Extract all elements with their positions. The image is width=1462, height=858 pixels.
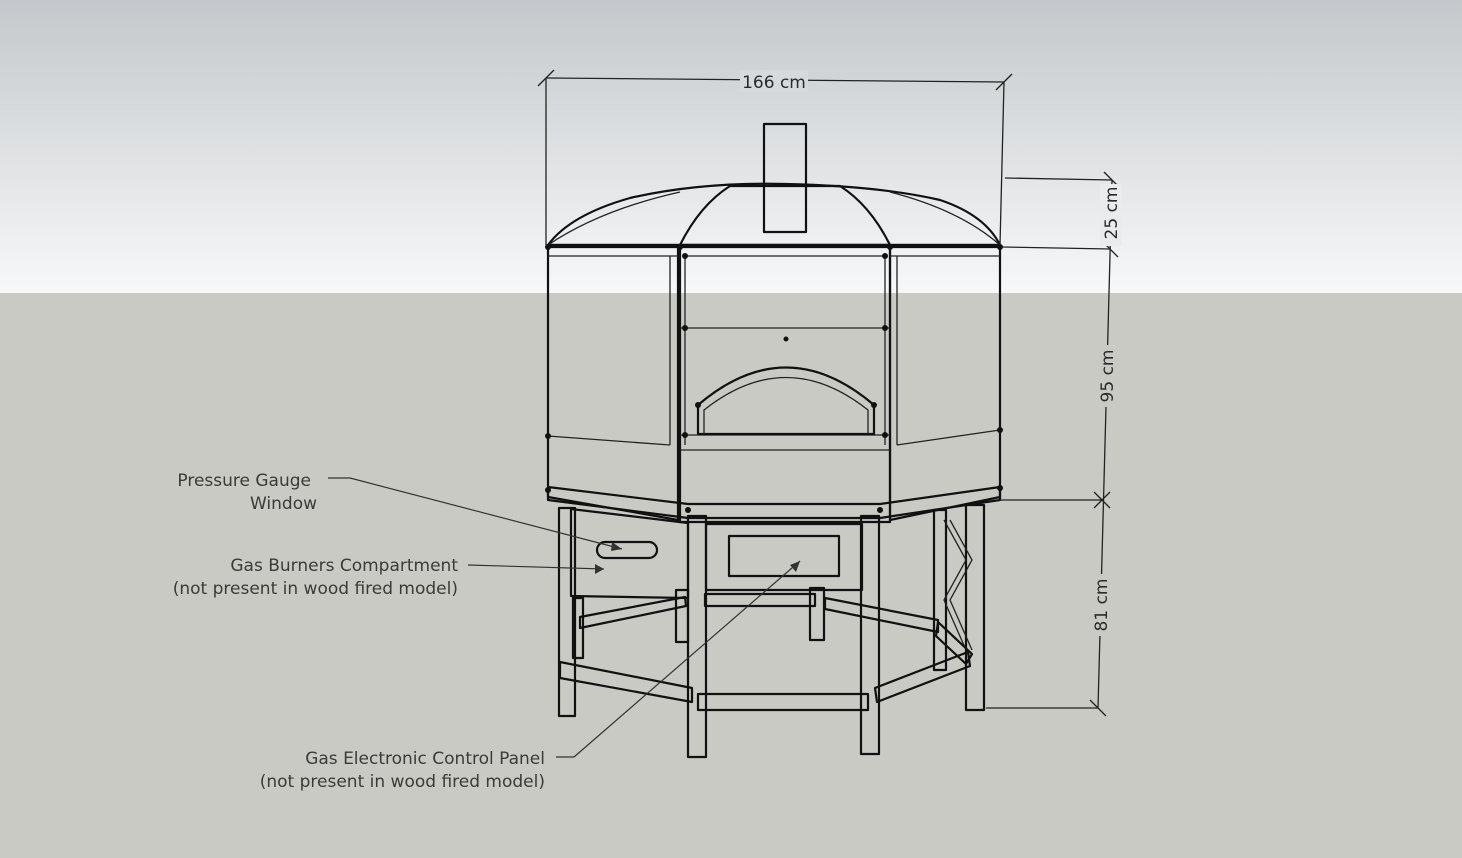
roof-dome bbox=[546, 182, 1002, 247]
stand-height-dimension-label: 81 cm bbox=[1092, 579, 1112, 632]
roof-rib bbox=[547, 191, 681, 246]
back-leg bbox=[808, 586, 826, 642]
front-leg bbox=[686, 514, 708, 759]
right-brace bbox=[949, 519, 973, 651]
right-mid-rail bbox=[934, 620, 974, 666]
front-leg bbox=[859, 514, 881, 756]
control-panel-label: Gas Electronic Control Panel bbox=[305, 749, 545, 769]
gas-compartments bbox=[569, 507, 864, 600]
back-rail bbox=[823, 596, 940, 634]
roof-center-panel bbox=[678, 184, 892, 247]
left-lower-rail bbox=[558, 660, 694, 704]
gas-burners-note: (not present in wood fired model) bbox=[173, 579, 458, 599]
door-pin bbox=[783, 336, 789, 342]
oven-body bbox=[545, 244, 1003, 524]
right-leg bbox=[964, 503, 986, 712]
gas-burners-label: Gas Burners Compartment bbox=[230, 556, 458, 576]
back-rail bbox=[578, 595, 688, 630]
gas-burners-compartment bbox=[569, 507, 690, 600]
pressure-gauge-window bbox=[595, 540, 659, 560]
pressure-gauge-label-line2: Window bbox=[250, 494, 317, 514]
control-compartment bbox=[704, 522, 864, 592]
pressure-gauge-label: Pressure Gauge bbox=[177, 471, 311, 491]
leader-lines bbox=[328, 477, 801, 758]
oven-door-inner-arch bbox=[703, 376, 869, 434]
roof-rib bbox=[889, 191, 1001, 246]
control-panel-note: (not present in wood fired model) bbox=[260, 772, 545, 792]
gas-control-panel bbox=[727, 534, 841, 578]
chimney bbox=[762, 122, 808, 234]
stand bbox=[557, 503, 986, 759]
left-inner-leg bbox=[571, 596, 585, 660]
roof-height-dimension-label: 25 cm bbox=[1102, 187, 1122, 240]
oven-front-panel bbox=[678, 245, 892, 524]
oven-roof bbox=[546, 182, 1002, 247]
width-dimension-label: 166 cm bbox=[742, 73, 806, 93]
sky-background bbox=[0, 0, 1462, 293]
front-lower-rail bbox=[696, 692, 870, 712]
body-height-dimension-label: 95 cm bbox=[1098, 350, 1118, 403]
oven-door-arch bbox=[696, 366, 876, 436]
oven-left-panel bbox=[546, 245, 680, 522]
right-brace bbox=[943, 519, 967, 651]
left-leg bbox=[557, 506, 577, 718]
right-lower-rail bbox=[873, 650, 972, 704]
